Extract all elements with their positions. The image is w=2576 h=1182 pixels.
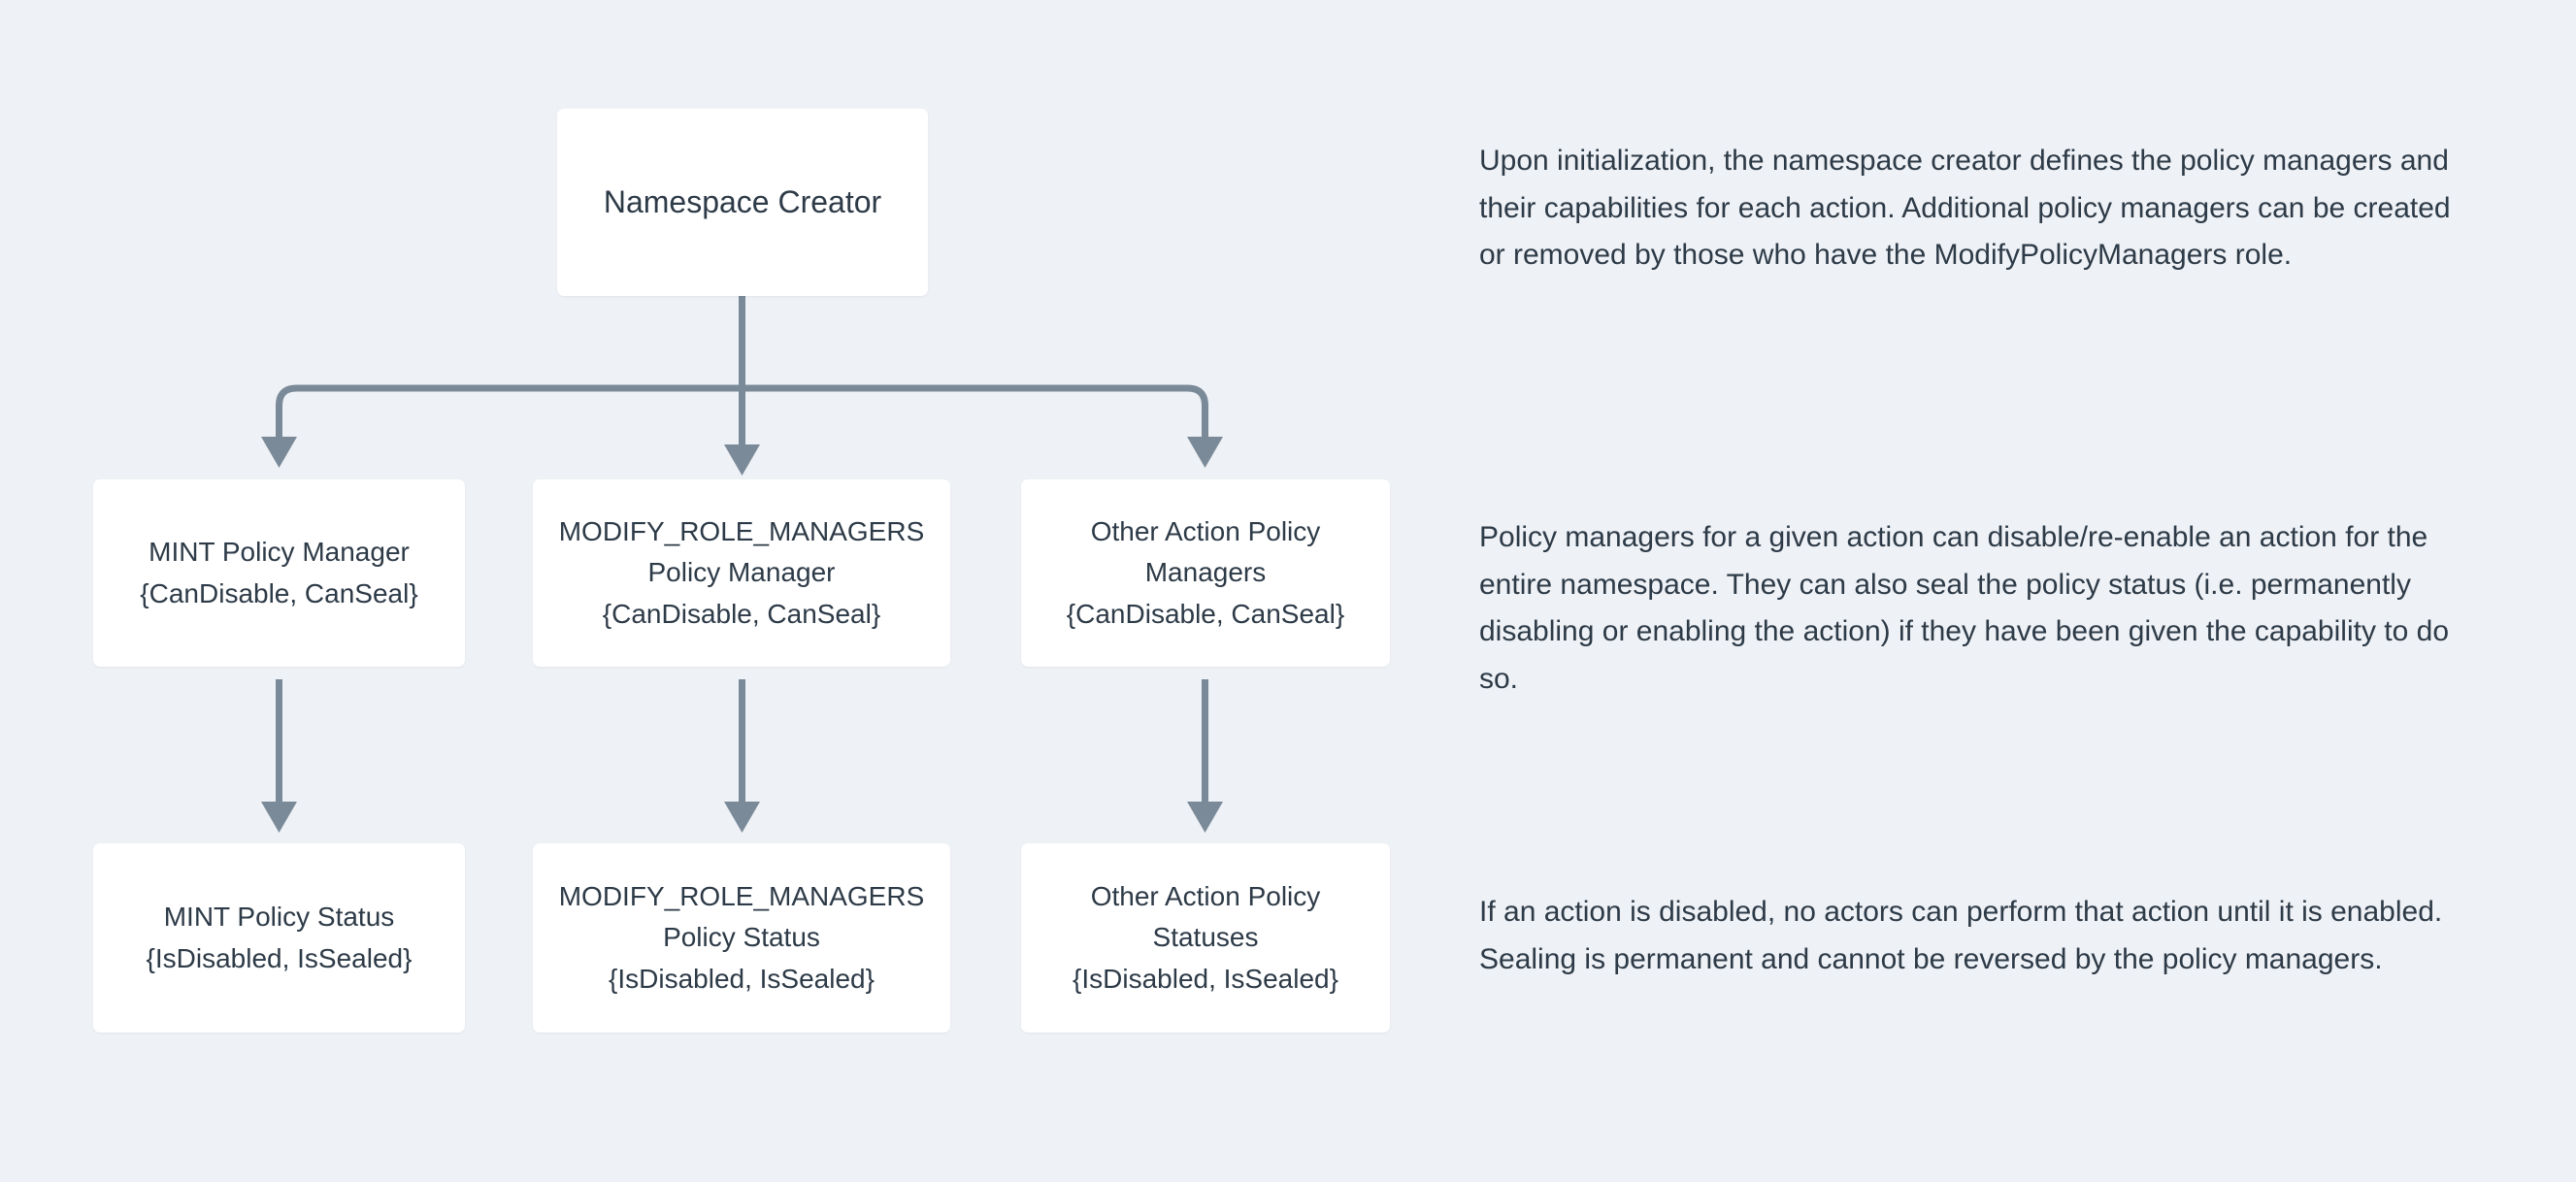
node-mint-policy-status[interactable]: MINT Policy Status {IsDisabled, IsSealed… (93, 843, 465, 1033)
arrowhead-mint-status (261, 802, 297, 833)
node-line: {IsDisabled, IsSealed} (146, 942, 413, 973)
node-line: Managers (1144, 557, 1267, 588)
node-line: {IsDisabled, IsSealed} (609, 963, 875, 994)
arrowhead-other-action-status (1187, 802, 1223, 833)
node-line: {CanDisable, CanSeal} (602, 598, 881, 629)
node-line: MODIFY_ROLE_MANAGERS (558, 880, 925, 911)
node-line: Other Action Policy (1090, 515, 1321, 546)
arrowhead-other-action-manager (1187, 437, 1223, 468)
node-line: {IsDisabled, IsSealed} (1073, 963, 1338, 994)
node-line: Policy Status (663, 922, 820, 953)
node-line: Policy Manager (647, 557, 836, 588)
connector-branch-left (276, 384, 743, 439)
arrowhead-mint-manager (261, 437, 297, 468)
node-line: Statuses (1152, 922, 1259, 953)
node-line: MINT Policy Manager (149, 536, 410, 567)
node-line: MODIFY_ROLE_MANAGERS (558, 515, 925, 546)
node-line: Namespace Creator (603, 184, 882, 220)
connector-branch-right (742, 384, 1208, 439)
node-line: {CanDisable, CanSeal} (140, 577, 418, 608)
node-namespace-creator[interactable]: Namespace Creator (557, 109, 928, 296)
node-mint-policy-manager[interactable]: MINT Policy Manager {CanDisable, CanSeal… (93, 479, 465, 667)
node-other-action-policy-statuses[interactable]: Other Action Policy Statuses {IsDisabled… (1021, 843, 1390, 1033)
node-modify-role-managers-policy-status[interactable]: MODIFY_ROLE_MANAGERS Policy Status {IsDi… (533, 843, 950, 1033)
arrowhead-modify-role-manager (724, 444, 760, 476)
node-line: Other Action Policy (1090, 880, 1321, 911)
note-capabilities: Policy managers for a given action can d… (1479, 521, 2450, 695)
node-modify-role-managers-policy-manager[interactable]: MODIFY_ROLE_MANAGERS Policy Manager {Can… (533, 479, 950, 667)
node-other-action-policy-managers[interactable]: Other Action Policy Managers {CanDisable… (1021, 479, 1390, 667)
arrowhead-modify-role-status (724, 802, 760, 833)
note-disabled-sealing: If an action is disabled, no actors can … (1479, 896, 2443, 975)
node-line: {CanDisable, CanSeal} (1066, 598, 1345, 629)
node-line: MINT Policy Status (163, 901, 395, 932)
note-initialization: Upon initialization, the namespace creat… (1479, 145, 2451, 272)
